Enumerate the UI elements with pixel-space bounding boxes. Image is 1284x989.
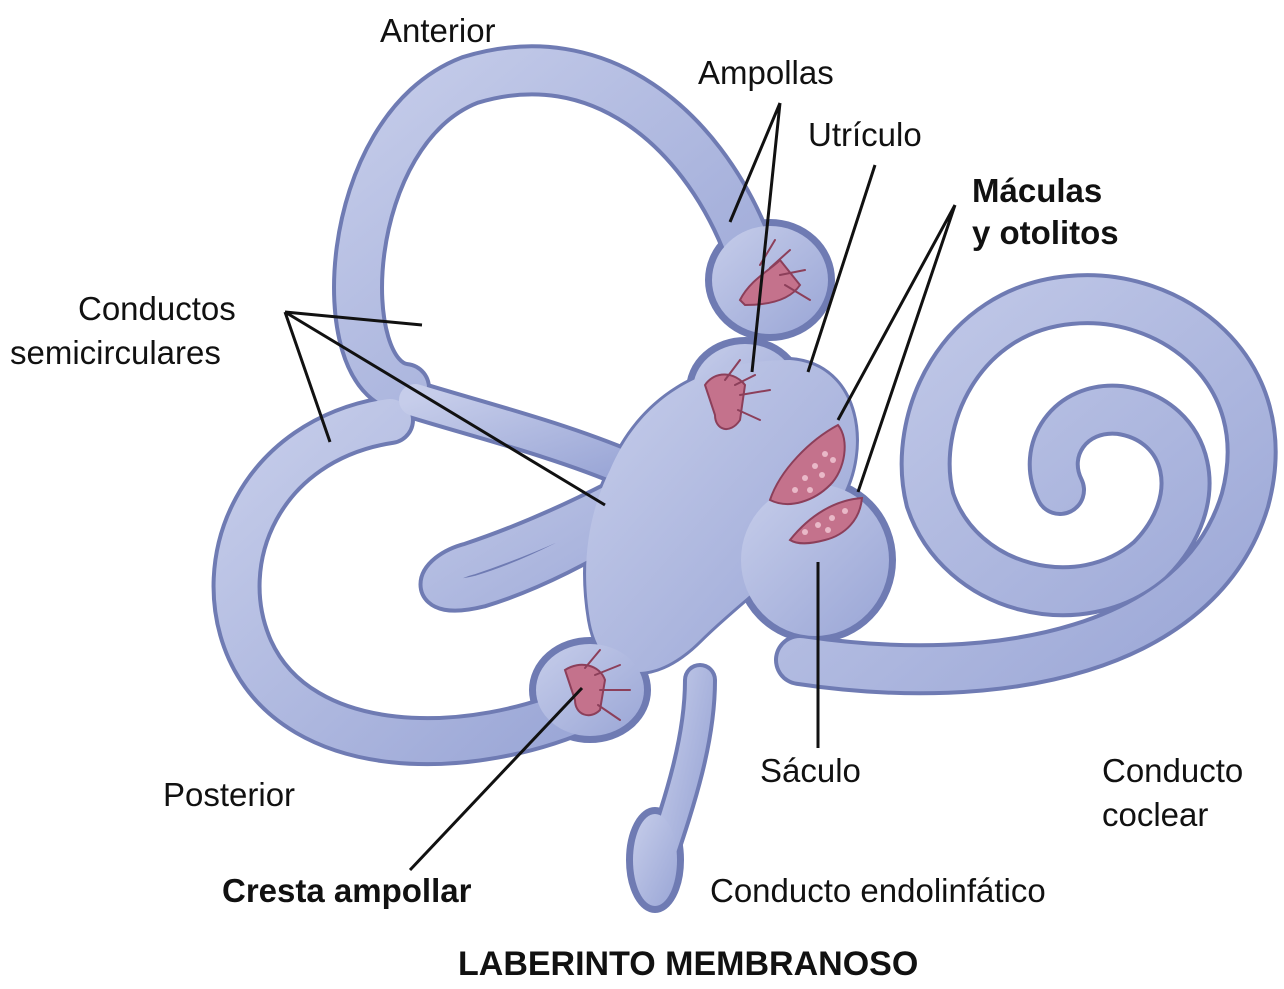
label-anterior: Anterior xyxy=(380,12,496,50)
label-posterior: Posterior xyxy=(163,776,295,814)
label-conducto-coclear-line1: Conducto xyxy=(1102,752,1243,790)
label-maculas-line2: y otolitos xyxy=(972,214,1119,252)
label-conducto-endolinfatico: Conducto endolinfático xyxy=(710,872,1046,910)
label-maculas-line1: Máculas xyxy=(972,172,1102,210)
label-cresta-ampollar: Cresta ampollar xyxy=(222,872,471,910)
label-saculo: Sáculo xyxy=(760,752,861,790)
label-conductos-line2: semicirculares xyxy=(10,334,221,372)
label-utriculo: Utrículo xyxy=(808,116,922,154)
diagram-title: LABERINTO MEMBRANOSO xyxy=(458,945,918,983)
label-conducto-coclear-line2: coclear xyxy=(1102,796,1208,834)
label-ampollas: Ampollas xyxy=(698,54,834,92)
label-conductos-line1: Conductos xyxy=(78,290,236,328)
